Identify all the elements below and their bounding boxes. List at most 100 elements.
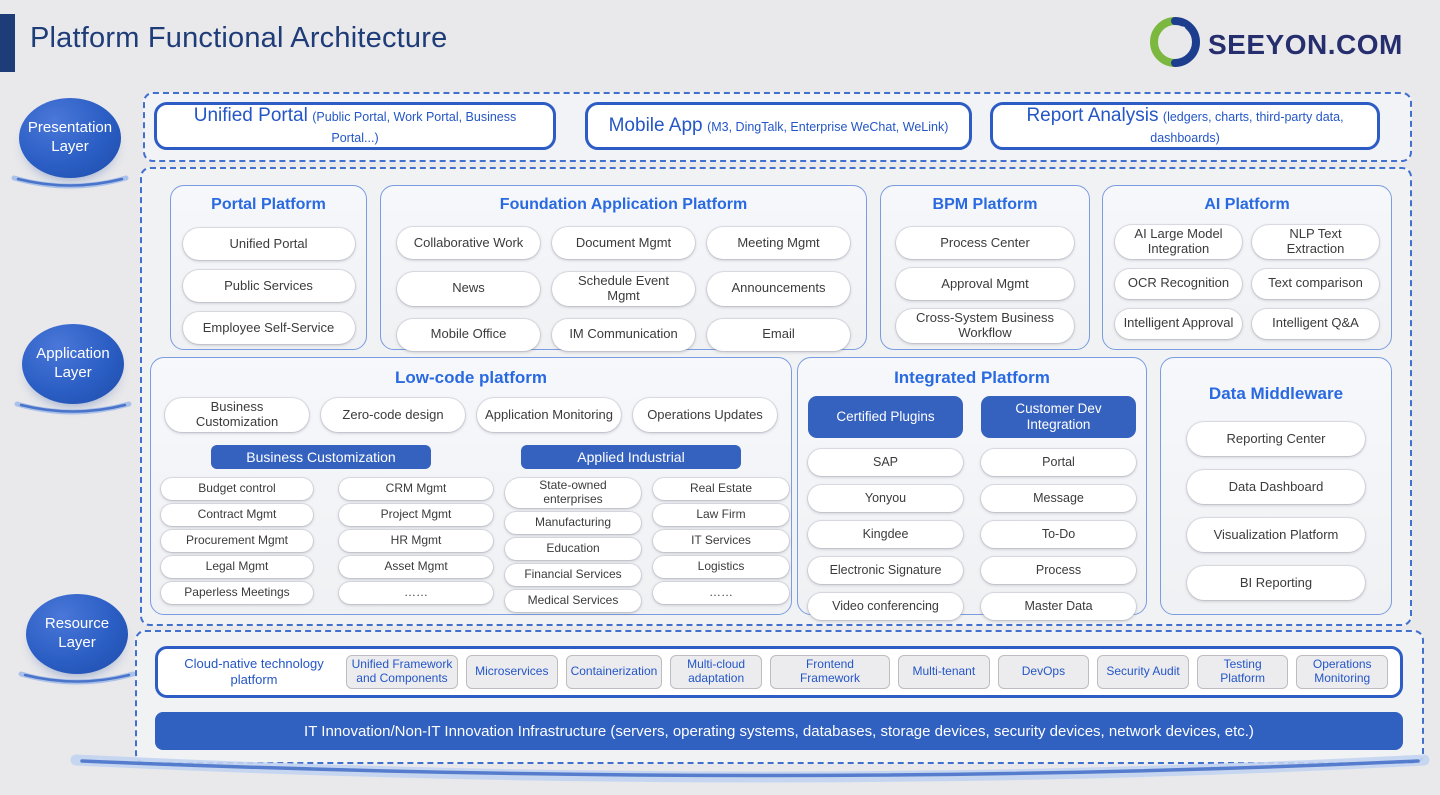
pill: Manufacturing xyxy=(505,511,641,534)
pill: Project Mgmt xyxy=(339,504,493,526)
applied-industrial-header: Applied Industrial xyxy=(521,445,741,469)
pill: Document Mgmt xyxy=(552,227,695,259)
ai-platform-title: AI Platform xyxy=(1204,196,1290,213)
presentation-layer-container: Unified Portal (Public Portal, Work Port… xyxy=(143,92,1412,162)
mobile-app-label: Mobile App (M3, DingTalk, Enterprise WeC… xyxy=(608,114,949,136)
pill: Master Data xyxy=(981,593,1136,620)
unified-portal-label: Unified Portal (Public Portal, Work Port… xyxy=(193,105,517,145)
pill: Frontend Framework xyxy=(769,655,891,689)
pill: HR Mgmt xyxy=(339,530,493,552)
mobile-app-box: Mobile App (M3, DingTalk, Enterprise WeC… xyxy=(585,102,972,150)
pill: NLP Text Extraction xyxy=(1252,225,1379,259)
resource-bubble-swoosh xyxy=(18,671,136,685)
pill: IT Services xyxy=(653,530,789,552)
pill: Approval Mgmt xyxy=(896,268,1074,300)
pill: Unified Framework and Components xyxy=(346,655,458,689)
pill: Logistics xyxy=(653,556,789,578)
customer-dev-header: Customer Dev Integration xyxy=(981,396,1136,438)
logo-text: SEEYON.COM xyxy=(1208,28,1403,60)
pill: Asset Mgmt xyxy=(339,556,493,578)
pill: Law Firm xyxy=(653,504,789,526)
foundation-platform-section: Foundation Application Platform Collabor… xyxy=(380,185,867,351)
pill: Yonyou xyxy=(808,485,963,512)
pill: Process xyxy=(981,557,1136,584)
application-bubble-swoosh xyxy=(14,401,132,415)
bottom-swoosh xyxy=(70,754,1430,783)
pill: Financial Services xyxy=(505,563,641,586)
pill: CRM Mgmt xyxy=(339,478,493,500)
pill: SAP xyxy=(808,449,963,476)
pill: Announcements xyxy=(707,272,850,306)
pill: Contract Mgmt xyxy=(161,504,313,526)
pill: Electronic Signature xyxy=(808,557,963,584)
presentation-layer-bubble: Presentation Layer xyxy=(19,98,121,178)
bpm-platform-title: BPM Platform xyxy=(932,196,1038,213)
pill: Reporting Center xyxy=(1187,422,1365,456)
pill: Unified Portal xyxy=(182,228,355,260)
title-accent-bar xyxy=(0,14,15,72)
report-analysis-box: Report Analysis (ledgers, charts, third-… xyxy=(990,102,1380,150)
pill: Testing Platform xyxy=(1196,655,1289,689)
cloud-native-box: Cloud-native technology platform Unified… xyxy=(155,646,1403,698)
pill: Mobile Office xyxy=(397,318,540,351)
data-middleware-title: Data Middleware xyxy=(1208,384,1344,403)
pill: OCR Recognition xyxy=(1115,268,1242,299)
pill: Intelligent Q&A xyxy=(1252,308,1379,339)
business-customization-header: Business Customization xyxy=(211,445,431,469)
pill: Containerization xyxy=(565,655,663,689)
unified-portal-box: Unified Portal (Public Portal, Work Port… xyxy=(154,102,556,150)
report-analysis-label: Report Analysis (ledgers, charts, third-… xyxy=(1026,105,1344,145)
pill: Operations Monitoring xyxy=(1296,655,1389,689)
pill: Meeting Mgmt xyxy=(707,227,850,259)
seeyon-swirl-icon xyxy=(1150,17,1200,72)
pill: Data Dashboard xyxy=(1187,470,1365,504)
pill: …… xyxy=(653,582,789,604)
pill: Application Monitoring xyxy=(477,398,621,432)
pill: DevOps xyxy=(997,655,1090,689)
pill: IM Communication xyxy=(552,318,695,351)
pill: Multi-tenant xyxy=(898,655,990,689)
pill: …… xyxy=(339,582,493,604)
certified-plugins-header: Certified Plugins xyxy=(808,396,963,438)
portal-platform-title: Portal Platform xyxy=(211,196,326,213)
infrastructure-bar: IT Innovation/Non-IT Innovation Infrastr… xyxy=(155,712,1403,750)
pill: Public Services xyxy=(182,270,355,302)
pill: Medical Services xyxy=(505,589,641,612)
pill: Portal xyxy=(981,449,1136,476)
pill: Education xyxy=(505,537,641,560)
pill: Procurement Mgmt xyxy=(161,530,313,552)
pill: Visualization Platform xyxy=(1187,518,1365,552)
pill: Security Audit xyxy=(1097,655,1189,689)
page-title: Platform Functional Architecture xyxy=(30,22,448,54)
pill: Budget control xyxy=(161,478,313,500)
pill: Text comparison xyxy=(1252,268,1379,299)
lowcode-platform-section: Low-code platform Business Customization… xyxy=(150,357,792,615)
pill: Multi-cloud adaptation xyxy=(670,655,762,689)
resource-layer-bubble: Resource Layer xyxy=(26,594,128,674)
pill: Real Estate xyxy=(653,478,789,500)
pill: BI Reporting xyxy=(1187,566,1365,600)
pill: News xyxy=(397,272,540,306)
seeyon-logo: SEEYON.COM xyxy=(1150,17,1403,72)
pill: Zero-code design xyxy=(321,398,465,432)
cloud-native-label: Cloud-native technology platform xyxy=(184,656,324,687)
pill: AI Large Model Integration xyxy=(1115,225,1242,259)
pill: Kingdee xyxy=(808,521,963,548)
pill: Operations Updates xyxy=(633,398,777,432)
